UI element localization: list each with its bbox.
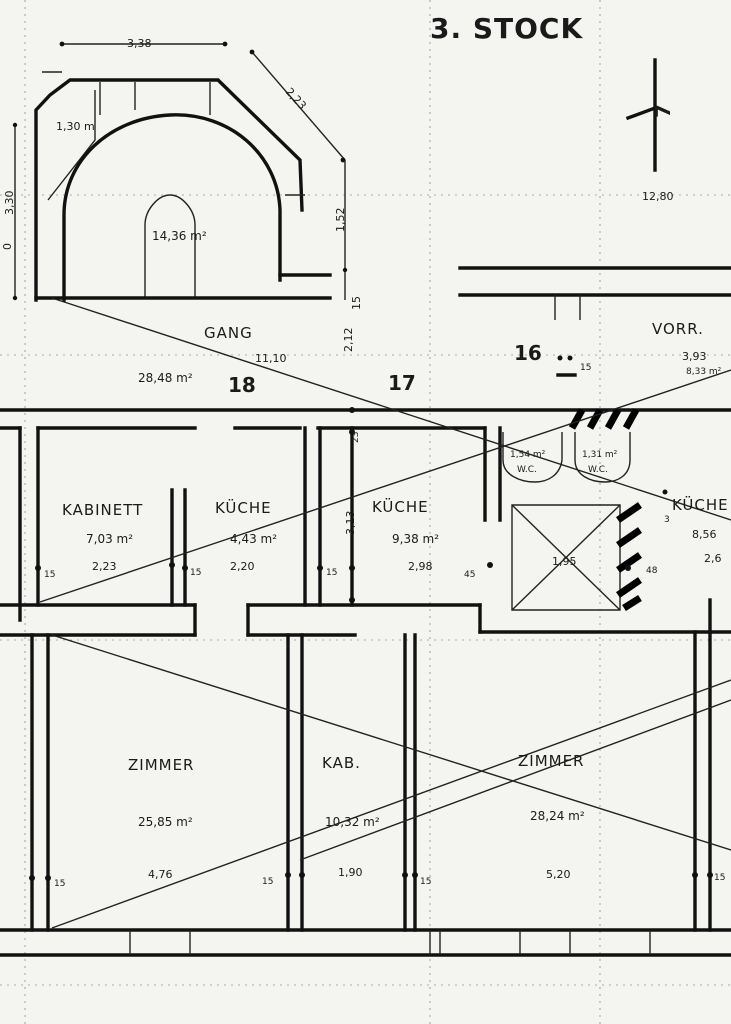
room-kabinett-area: 7,03 m² bbox=[86, 532, 133, 546]
dim-kuche-height: 3,13 bbox=[344, 511, 357, 536]
room-kuche2-name: KÜCHE bbox=[372, 497, 429, 516]
dim-wall-15-kab: 15 bbox=[44, 570, 55, 580]
room-zimmer1-name: ZIMMER bbox=[128, 756, 194, 774]
room-kuche2-area: 9,38 m² bbox=[392, 532, 439, 546]
dim-stair-height: 1,52 bbox=[334, 208, 347, 233]
dim-wall-15-z2: 15 bbox=[420, 877, 431, 887]
dim-wall-3: 3 bbox=[664, 515, 670, 525]
area-diagonals bbox=[39, 297, 731, 929]
lower-walls bbox=[0, 630, 731, 957]
plan-title: 3. STOCK bbox=[430, 12, 583, 45]
room-kuche1-name: KÜCHE bbox=[215, 498, 272, 517]
room-gang-area: 28,48 m² bbox=[138, 371, 193, 385]
middle-walls bbox=[0, 408, 731, 637]
room-wc1-name: W.C. bbox=[517, 465, 537, 475]
room-kab-area: 10,32 m² bbox=[325, 815, 380, 829]
room-kab-dim: 1,90 bbox=[338, 866, 363, 879]
dim-wall-15-top: 15 bbox=[580, 363, 591, 373]
room-zimmer1-area: 25,85 m² bbox=[138, 815, 193, 829]
room-zimmer2-area: 28,24 m² bbox=[530, 809, 585, 823]
upper-right-walls bbox=[458, 58, 731, 377]
room-kuche3-dim: 8,56 bbox=[692, 528, 717, 541]
stair-number-17: 17 bbox=[388, 371, 416, 395]
dim-diag-wall: 2,23 bbox=[283, 85, 309, 112]
room-wc1-area: 1,54 m² bbox=[510, 450, 546, 460]
dim-left-zero: 0 bbox=[1, 243, 14, 250]
room-vorr-dim: 3,93 bbox=[682, 350, 707, 363]
dim-right-26: 2,6 bbox=[704, 552, 722, 565]
dim-gang-height: 2,12 bbox=[342, 328, 355, 353]
room-gang-dim: 11,10 bbox=[255, 352, 287, 365]
dim-wall-48: 48 bbox=[646, 566, 658, 576]
room-kuche2-dim: 2,98 bbox=[408, 560, 433, 573]
dim-top-width: 3,38 bbox=[127, 37, 152, 50]
room-kabinett-name: KABINETT bbox=[62, 501, 143, 519]
dim-door-195: 1,95 bbox=[552, 555, 577, 568]
room-vorr-area: 8,33 m² bbox=[686, 367, 722, 377]
room-kabinett-dim: 2,23 bbox=[92, 560, 117, 573]
dim-wall-15-k1: 15 bbox=[190, 568, 201, 578]
room-kuche1-area: 4,43 m² bbox=[230, 532, 277, 546]
room-kab-name: KAB. bbox=[322, 754, 361, 772]
room-wc2-area: 1,31 m² bbox=[582, 450, 618, 460]
room-gang-name: GANG bbox=[204, 324, 253, 342]
room-kuche3-name: KÜCHE bbox=[672, 495, 729, 514]
stair-area: 14,36 m² bbox=[152, 229, 207, 243]
room-wc2-name: W.C. bbox=[588, 465, 608, 475]
dim-wall-15-kab2: 15 bbox=[262, 877, 273, 887]
room-zimmer2-dim: 5,20 bbox=[546, 868, 571, 881]
dim-arch-width: 1,30 m bbox=[56, 120, 95, 133]
dim-right-width: 12,80 bbox=[642, 190, 674, 203]
stair-number-16: 16 bbox=[514, 341, 542, 365]
room-vorr-name: VORR. bbox=[652, 320, 704, 338]
dim-wall-23: 23 bbox=[351, 432, 361, 443]
stair-tower bbox=[12, 41, 348, 302]
dim-gang-15: 15 bbox=[350, 296, 363, 310]
dim-wall-15-right: 15 bbox=[714, 873, 725, 883]
room-kuche1-dim: 2,20 bbox=[230, 560, 255, 573]
north-mark: 7 bbox=[651, 104, 675, 118]
dim-wall-15-k2: 15 bbox=[326, 568, 337, 578]
stair-number-18: 18 bbox=[228, 373, 256, 397]
dim-wall-15-z1: 15 bbox=[54, 879, 65, 889]
dim-wall-45: 45 bbox=[464, 570, 475, 580]
dim-left-height: 3,30 bbox=[3, 191, 16, 216]
room-zimmer1-dim: 4,76 bbox=[148, 868, 173, 881]
hatched-walls bbox=[568, 408, 642, 611]
dimension-dots bbox=[29, 355, 713, 881]
room-zimmer2-name: ZIMMER bbox=[518, 752, 584, 770]
